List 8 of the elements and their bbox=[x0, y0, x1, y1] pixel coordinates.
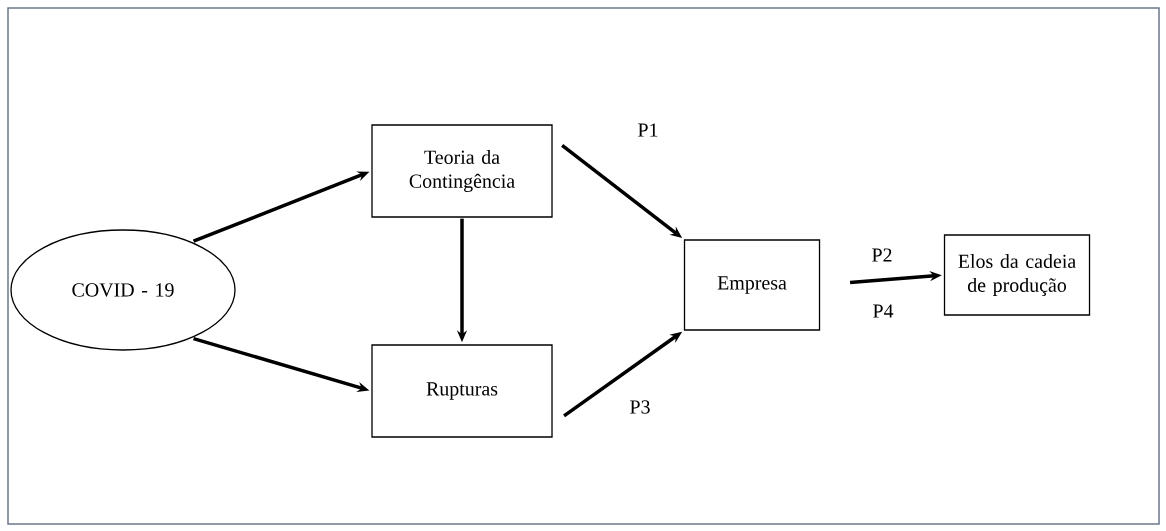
concept-box: Teoria da Contingência bbox=[371, 124, 553, 218]
concept-box: Elos da cadeia de produção bbox=[943, 234, 1091, 316]
concept-box: Empresa bbox=[683, 239, 821, 331]
concept-box: Rupturas bbox=[371, 344, 553, 438]
edge-label: P1 bbox=[636, 122, 660, 138]
edge-label: P3 bbox=[628, 399, 652, 415]
edge-label: P2 bbox=[870, 247, 894, 263]
path-label: P4 bbox=[873, 304, 894, 318]
